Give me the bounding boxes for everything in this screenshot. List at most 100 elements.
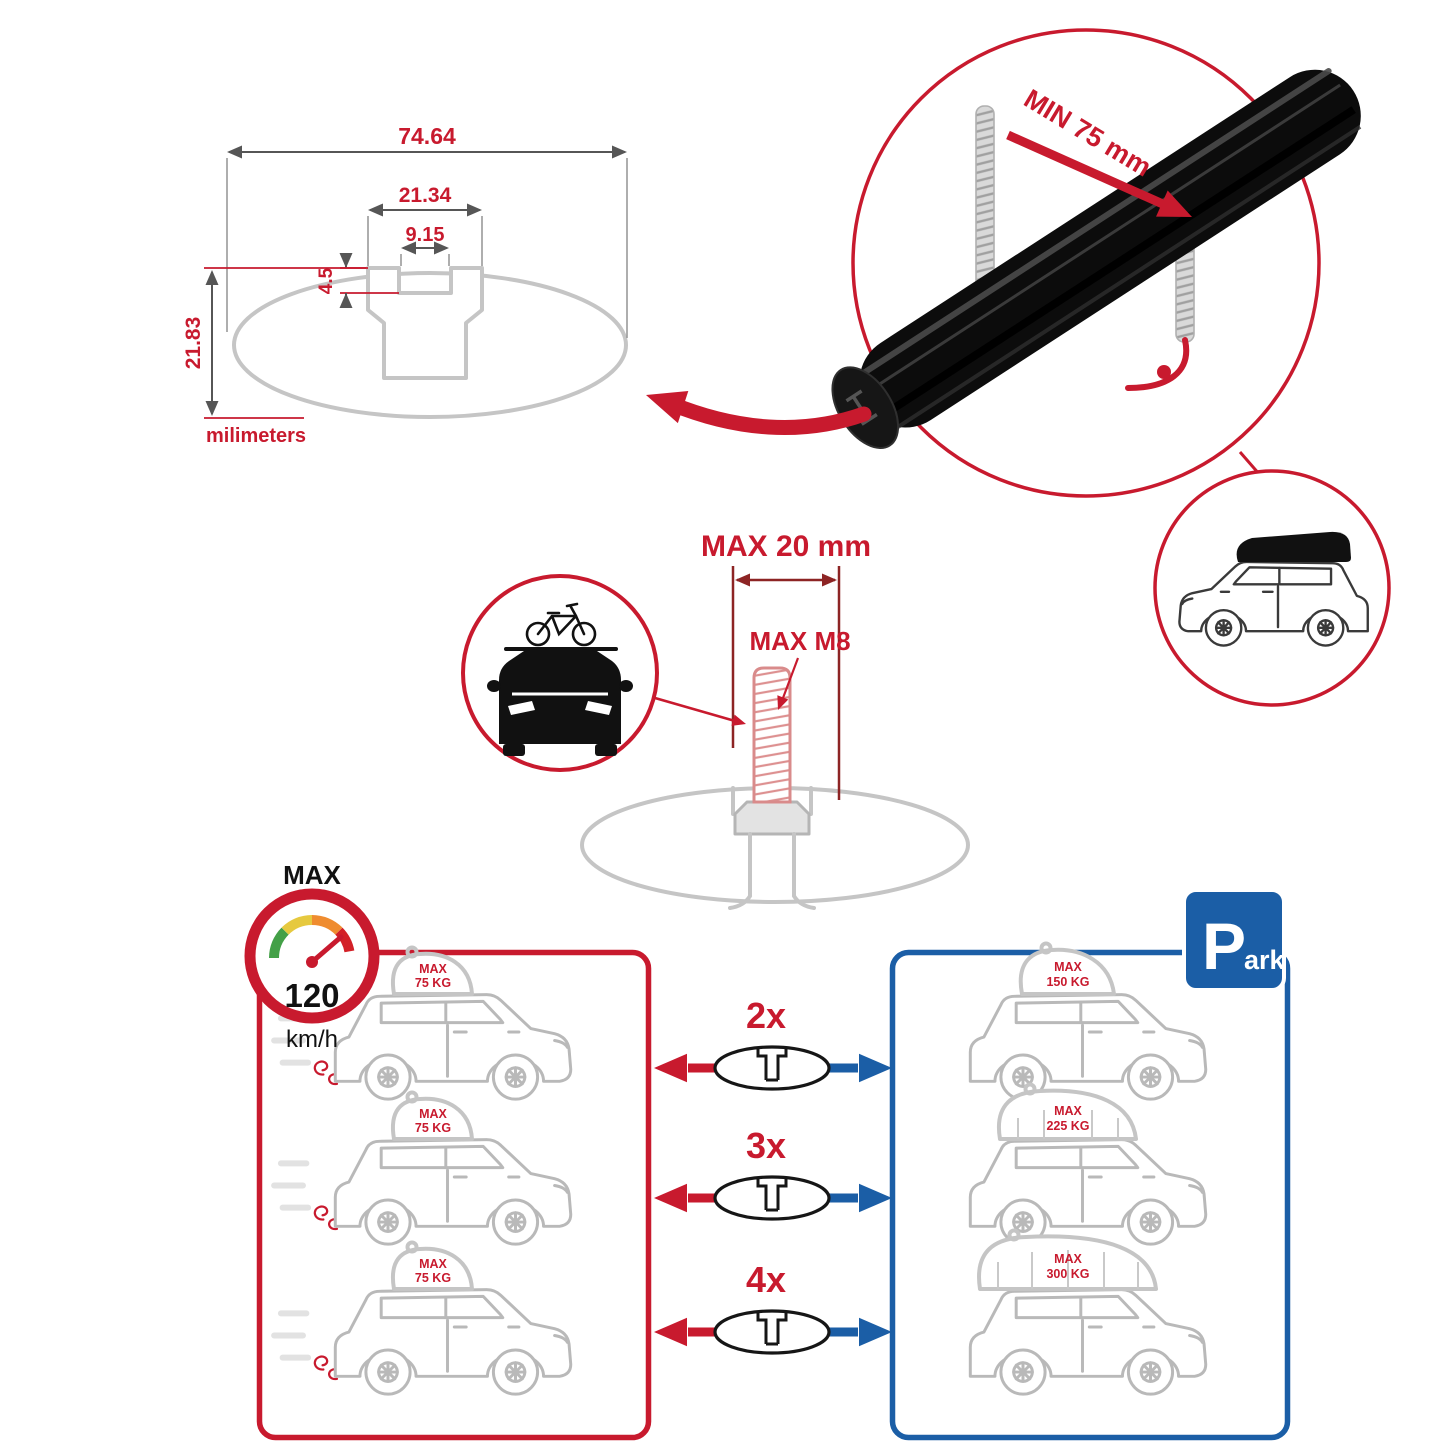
red-arrowhead [654,1317,687,1347]
dim-slot-width: 9.15 [406,224,445,246]
bolt-thread [752,666,792,804]
arrowhead [205,270,219,285]
clamp-rod-rear [975,105,995,293]
multiplier-label: 4x [746,1259,786,1300]
arrowhead [467,203,482,217]
arrowhead [612,145,627,159]
cargo-weight: 300 KG [1046,1267,1089,1281]
cargo-knob [1007,1228,1021,1242]
clamp-hook [1125,337,1190,391]
gauge-segment-yellow [281,914,313,935]
units-label: milimeters [206,425,306,447]
red-arrowhead [654,1053,687,1083]
car-front-silhouette [499,647,621,744]
cargo-weight: 75 KG [415,1121,451,1135]
dim-slot-depth: 4.5 [316,267,337,294]
driving-car-row-1: MAX 75 KG [274,945,573,1101]
ext-lines-total-width [226,158,628,338]
bolt-dim-lines [731,566,841,800]
cargo-knob [405,945,419,959]
bar-profile-ellipse [232,271,628,419]
cargo-knob [405,1090,419,1104]
red-arrowhead [654,1183,687,1213]
driving-car-row-2: MAX 75 KG [274,1090,573,1246]
speed-value: 120 [284,977,339,1014]
cargo-max-label: MAX [1054,1252,1082,1266]
arrowhead [205,401,219,416]
wheel-right [595,744,617,756]
crossbar-closeup: MIN 75 mm [831,28,1362,498]
clamp-pivot-dot [1157,365,1171,379]
mount-stem [728,832,816,910]
cargo-max-label: MAX [1054,1104,1082,1118]
min-grip-arrow-line [1006,130,1167,210]
arrowhead [822,573,837,587]
gauge-segment-red [335,927,355,953]
park-sign-suffix: ark [1244,945,1286,975]
cargo-weight: 75 KG [415,976,451,990]
park-sign: P ark [1182,888,1286,992]
cargo-max-label: MAX [419,962,447,976]
cargo-knob [1023,1082,1037,1096]
bar-cross-section-icon [713,1045,831,1091]
multiplier-label: 2x [746,995,786,1036]
roof-cargo [390,951,474,996]
bar-cross-section-icon [713,1309,831,1355]
gauge-segment-orange [311,914,343,935]
arrowhead [339,293,353,308]
bike-car-bubble [461,574,748,772]
multiplier-row-2: 3x [654,1125,892,1221]
blue-arrowhead [859,1053,892,1083]
arrowhead [735,573,750,587]
ext-lines-upper-width [367,216,483,266]
multiplier-label: 3x [746,1125,786,1166]
dim-total-width: 74.64 [398,123,456,149]
cargo-ribs [997,1250,1139,1289]
channel-walls [731,786,813,816]
cargo-knob [405,1240,419,1254]
speed-limit-gauge: MAX 120 km/h [244,860,380,1053]
cargo-ribs [1017,1110,1119,1139]
multiplier-row-3: 4x [654,1259,892,1355]
cargo-max-label: MAX [419,1257,447,1271]
roof-cargo [390,1246,474,1291]
car-mirror-right [619,680,633,692]
closeup-pointer-arrowhead [640,378,689,424]
gauge-pivot [306,956,318,968]
dim-upper-width: 21.34 [399,184,452,207]
bolt-diagram: MAX 20 mm MAX M8 [580,530,970,910]
ext-lines-slot-width [400,254,450,266]
bar-profile-pedestal [366,266,484,380]
crossbar-3d [831,68,1362,450]
gauge-segment-green [268,927,289,959]
closeup-pointer-arrow [664,396,872,435]
max-thread-label: MAX M8 [749,626,850,656]
cross-section-diagram: 74.64 21.34 9.15 4.5 21.83 milimeters [182,123,628,447]
park-sign-plate [1182,888,1286,992]
blue-arrowhead [859,1317,892,1347]
max-protrusion-label: MAX 20 mm [701,530,871,563]
arrowhead [339,253,353,268]
bike-icon [525,602,597,647]
cargo-knob [1039,941,1053,955]
roof-cargo [390,1096,474,1141]
ref-lines-height [204,267,366,419]
bar-cross-section-icon [713,1175,831,1221]
cargo-max-label: MAX [1054,960,1082,974]
roofbox-car-bubble [1153,469,1391,707]
blue-arrowhead [859,1183,892,1213]
headlight-right [585,701,612,715]
speed-units: km/h [286,1026,338,1053]
cargo-weight: 75 KG [415,1271,451,1285]
multiplier-row-1: 2x [654,995,892,1091]
bolt-leader-line [654,696,743,725]
roof-box-icon [1236,531,1351,562]
arrowhead [227,145,242,159]
parked-car-row-2: MAX 225 KG [968,1082,1208,1246]
gauge-needle [309,934,344,965]
parked-car-row-3: MAX 300 KG [968,1228,1208,1396]
headlight-left [508,701,535,715]
car-mirror-left [487,680,501,692]
